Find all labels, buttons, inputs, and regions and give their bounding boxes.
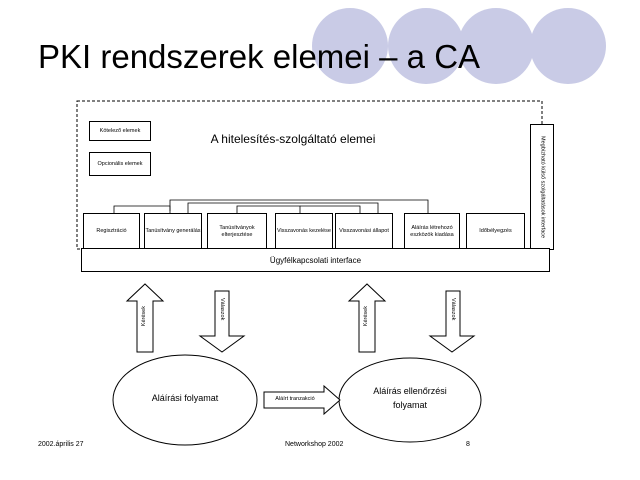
customer-interface-bar: Ügyfélkapcsolati interface: [81, 248, 550, 272]
decor-circle-4: [530, 8, 606, 84]
page-number: 8: [466, 441, 470, 448]
external-services-interface: Megbízható külső szolgáltatások interfac…: [530, 124, 554, 250]
replies-right-label: Válaszok: [450, 298, 456, 321]
component-signing-device-issuance: Aláírás létrehozó eszközök kiadása: [404, 213, 460, 250]
legend-mandatory: Kötelező elemek: [89, 121, 151, 141]
footer-center: Networkshop 2002: [285, 441, 344, 448]
ca-title: A hitelesítés-szolgáltató elemei: [210, 132, 376, 146]
component-registration: Regisztráció: [83, 213, 140, 250]
decor-circle-1: [312, 8, 388, 84]
slide-title: PKI rendszerek elemei – a CA: [38, 38, 481, 75]
decor-circle-3: [458, 8, 534, 84]
requests-right-label: Kérések: [363, 306, 369, 327]
transaction-label: Aláírt tranzakció: [275, 396, 315, 402]
component-revocation-management: Visszavonás kezelése: [275, 213, 333, 250]
replies-left-label: Válaszok: [219, 298, 225, 321]
component-timestamping: Időbélyegzés: [466, 213, 525, 250]
legend-optional: Opcionális elemek: [89, 152, 151, 176]
decor-circle-2: [388, 8, 464, 84]
requests-left-label: Kérések: [141, 306, 147, 327]
component-revocation-status: Visszavonási állapot: [335, 213, 393, 250]
component-certificate-generation: Tanúsítvány generálás: [144, 213, 202, 250]
sign-process-label: Aláírási folyamat: [151, 393, 219, 403]
component-certificate-distribution: Tanúsítványok elterjesztése: [207, 213, 267, 250]
footer-date: 2002.április 27: [38, 441, 84, 448]
verify-process-label: Aláírás ellenőrzési folyamat: [373, 386, 447, 410]
